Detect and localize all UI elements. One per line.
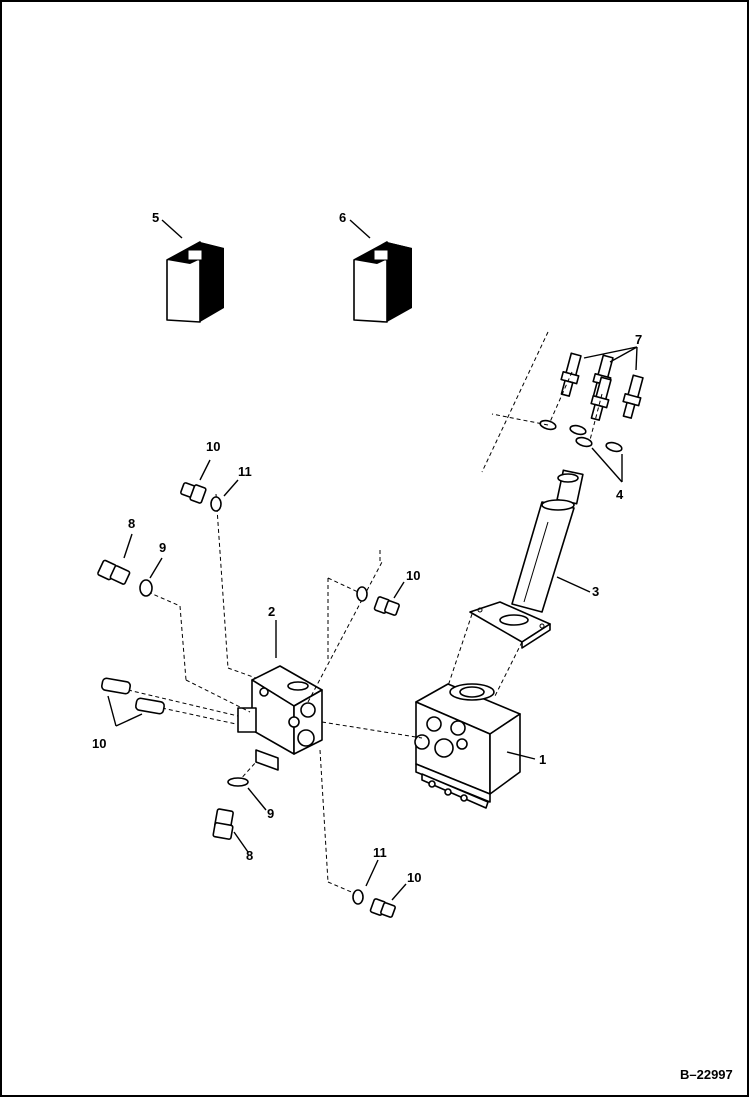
leader-10a — [199, 459, 211, 481]
fitting-10-left-pair — [101, 677, 165, 715]
assembly-line-col-2 — [493, 641, 523, 699]
callout-9b: 9 — [267, 806, 274, 821]
fitting-8-lower — [212, 808, 234, 840]
figure-id: B–22997 — [680, 1067, 733, 1082]
leader-10c-2 — [115, 713, 143, 727]
leader-7c — [635, 346, 638, 371]
callout-11a: 11 — [238, 464, 252, 479]
fitting-10-right — [373, 596, 400, 616]
callout-4: 4 — [616, 487, 624, 502]
o-ring-11-upper — [210, 496, 222, 512]
leader-4a — [591, 447, 623, 483]
leader-10d — [391, 883, 407, 901]
o-ring-9-upper — [139, 579, 153, 597]
leader-11b — [365, 859, 379, 887]
leader-11a — [223, 479, 239, 497]
callout-5: 5 — [152, 210, 159, 225]
o-ring-9-lower — [227, 777, 249, 787]
part-5-box — [166, 241, 224, 323]
callout-6: 6 — [339, 210, 346, 225]
leader-10b — [393, 581, 405, 599]
leader-7a — [583, 346, 638, 359]
callout-9a: 9 — [159, 540, 166, 555]
fitting-10-upper — [180, 482, 207, 504]
part-1-steering-unit — [414, 683, 521, 809]
leader-9a — [149, 557, 163, 579]
callout-2: 2 — [268, 604, 275, 619]
leader-8a — [123, 533, 133, 559]
callout-8a: 8 — [128, 516, 135, 531]
assembly-lines-valve — [127, 493, 423, 895]
leader-8b — [233, 831, 249, 853]
callout-10a: 10 — [206, 439, 220, 454]
leader-6 — [349, 219, 371, 239]
part-3-steering-column — [469, 469, 584, 649]
assembly-line-col-1 — [445, 613, 473, 693]
part-6-box — [353, 241, 412, 323]
leader-3 — [556, 576, 591, 593]
callout-10d: 10 — [407, 870, 421, 885]
fitting-10-lower — [369, 898, 396, 918]
leader-1 — [506, 751, 536, 760]
assembly-lines-upper — [481, 331, 603, 473]
fitting-8-upper — [97, 559, 131, 585]
callout-1: 1 — [539, 752, 546, 767]
callout-10b: 10 — [406, 568, 420, 583]
callout-3: 3 — [592, 584, 599, 599]
o-ring-11-right — [356, 586, 368, 602]
callout-7: 7 — [635, 332, 642, 347]
leader-9b — [247, 787, 267, 811]
part-4-washers — [539, 419, 623, 453]
part-7-bolts — [560, 352, 644, 421]
callout-10c: 10 — [92, 736, 106, 751]
callout-11b: 11 — [373, 845, 387, 860]
callout-8b: 8 — [246, 848, 253, 863]
leader-7b — [609, 346, 638, 363]
leader-5 — [161, 219, 183, 239]
leader-10c-1 — [107, 695, 117, 727]
part-2-valve — [237, 665, 323, 771]
o-ring-11-lower — [352, 889, 364, 905]
